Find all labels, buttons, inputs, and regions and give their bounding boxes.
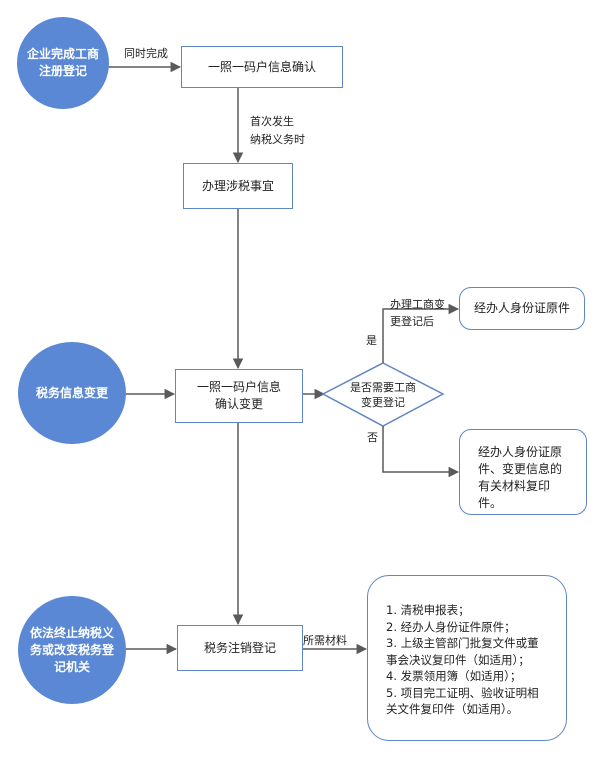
result-no: 经办人身份证原件、变更信息的有关材料复印件。 bbox=[459, 429, 587, 515]
process-confirm-info: 一照一码户信息确认 bbox=[181, 46, 343, 88]
process-handle-tax: 办理涉税事宜 bbox=[183, 163, 293, 209]
edge-label-after-change: 办理工商变 更登记后 bbox=[390, 298, 445, 328]
materials-item: 1. 清税申报表； bbox=[386, 603, 470, 617]
edge-label-first-tax: 首次发生 纳税义务时 bbox=[250, 115, 305, 146]
process-tax-cancel-label: 税务注销登记 bbox=[203, 640, 276, 655]
materials-box: 1. 清税申报表； 2. 经办人身份证件原件； 3. 上级主管部门批复文件或董事… bbox=[367, 575, 567, 741]
decision-text: 是否需要工商变更登记 bbox=[345, 380, 421, 410]
decision-label: 是否需要工商变更登记 bbox=[350, 381, 416, 409]
edge-label-yes: 是 bbox=[366, 334, 377, 347]
arrow-no-branch bbox=[382, 426, 460, 478]
process-confirm-change: 一照一码户信息确认变更 bbox=[175, 369, 303, 423]
result-yes: 经办人身份证原件 bbox=[459, 287, 585, 330]
edge-label-no: 否 bbox=[367, 431, 378, 444]
edge-label-materials: 所需材料 bbox=[303, 634, 347, 647]
start-company-registration: 企业完成工商注册登记 bbox=[17, 17, 109, 109]
materials-list: 1. 清税申报表； 2. 经办人身份证件原件； 3. 上级主管部门批复文件或董事… bbox=[386, 602, 550, 718]
process-handle-tax-label: 办理涉税事宜 bbox=[201, 178, 274, 193]
process-confirm-change-label: 一照一码户信息确认变更 bbox=[196, 380, 281, 411]
edge-label-same-time: 同时完成 bbox=[124, 47, 168, 60]
start-tax-info-change: 税务信息变更 bbox=[18, 342, 126, 444]
materials-item: 2. 经办人身份证件原件； bbox=[386, 619, 516, 634]
materials-item: 3. 上级主管部门批复文件或董事会决议复印件（如适用）； bbox=[386, 636, 539, 667]
arrow-yes-branch bbox=[382, 303, 460, 363]
start-terminate-obligation-label: 依法终止纳税义务或改变税务登记机关 bbox=[29, 625, 114, 674]
start-terminate-obligation: 依法终止纳税义务或改变税务登记机关 bbox=[18, 596, 126, 704]
result-no-label: 经办人身份证原件、变更信息的有关材料复印件。 bbox=[478, 445, 563, 510]
start-tax-info-change-label: 税务信息变更 bbox=[35, 385, 108, 400]
materials-item: 5. 项目完工证明、验收证明相关文件复印件（如适用）。 bbox=[386, 685, 539, 717]
start-company-registration-label: 企业完成工商注册登记 bbox=[27, 47, 100, 78]
process-confirm-info-label: 一照一码户信息确认 bbox=[207, 59, 316, 74]
materials-item: 4. 发票领用簿（如适用）； bbox=[386, 669, 522, 683]
process-tax-cancel: 税务注销登记 bbox=[177, 625, 303, 671]
result-yes-label: 经办人身份证原件 bbox=[473, 301, 570, 315]
